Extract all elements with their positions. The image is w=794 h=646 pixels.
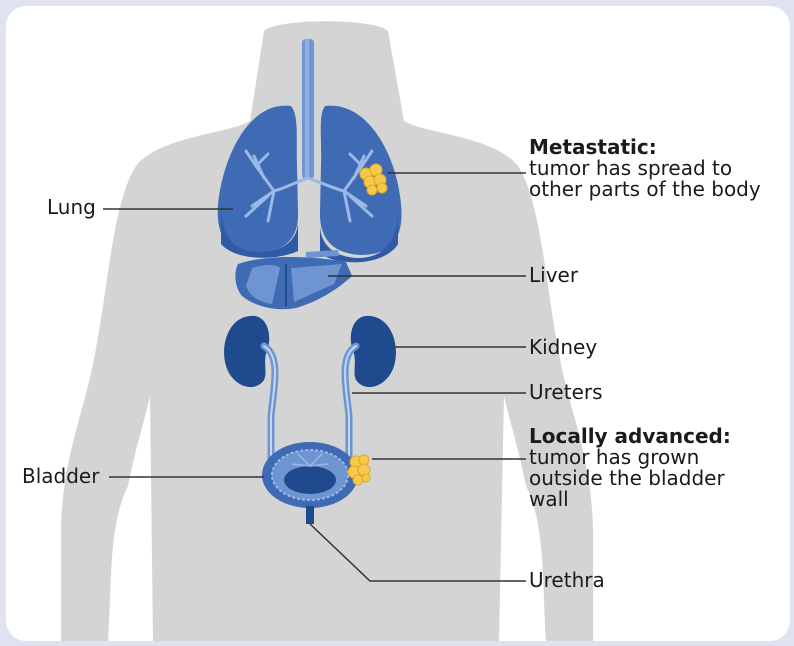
- callout-metastatic: Metastatic: tumor has spread to other pa…: [529, 137, 761, 200]
- anatomy-illustration: [6, 6, 790, 641]
- urethra-shape: [306, 506, 314, 524]
- label-kidney: Kidney: [529, 336, 597, 358]
- label-lung: Lung: [47, 196, 96, 218]
- locally-advanced-heading: Locally advanced:: [529, 426, 731, 447]
- diagram-panel: Lung Liver Kidney Ureters Bladder Urethr…: [6, 6, 790, 641]
- locally-advanced-line: wall: [529, 489, 731, 510]
- callout-locally-advanced: Locally advanced: tumor has grown outsid…: [529, 426, 731, 510]
- label-liver: Liver: [529, 264, 578, 286]
- locally-advanced-line: outside the bladder: [529, 468, 731, 489]
- label-bladder: Bladder: [22, 465, 99, 487]
- locally-advanced-line: tumor has grown: [529, 447, 731, 468]
- label-ureters: Ureters: [529, 381, 603, 403]
- metastatic-line: other parts of the body: [529, 179, 761, 200]
- metastatic-line: tumor has spread to: [529, 158, 761, 179]
- metastatic-heading: Metastatic:: [529, 137, 761, 158]
- lung-left-shape: [218, 106, 298, 253]
- label-urethra: Urethra: [529, 569, 605, 591]
